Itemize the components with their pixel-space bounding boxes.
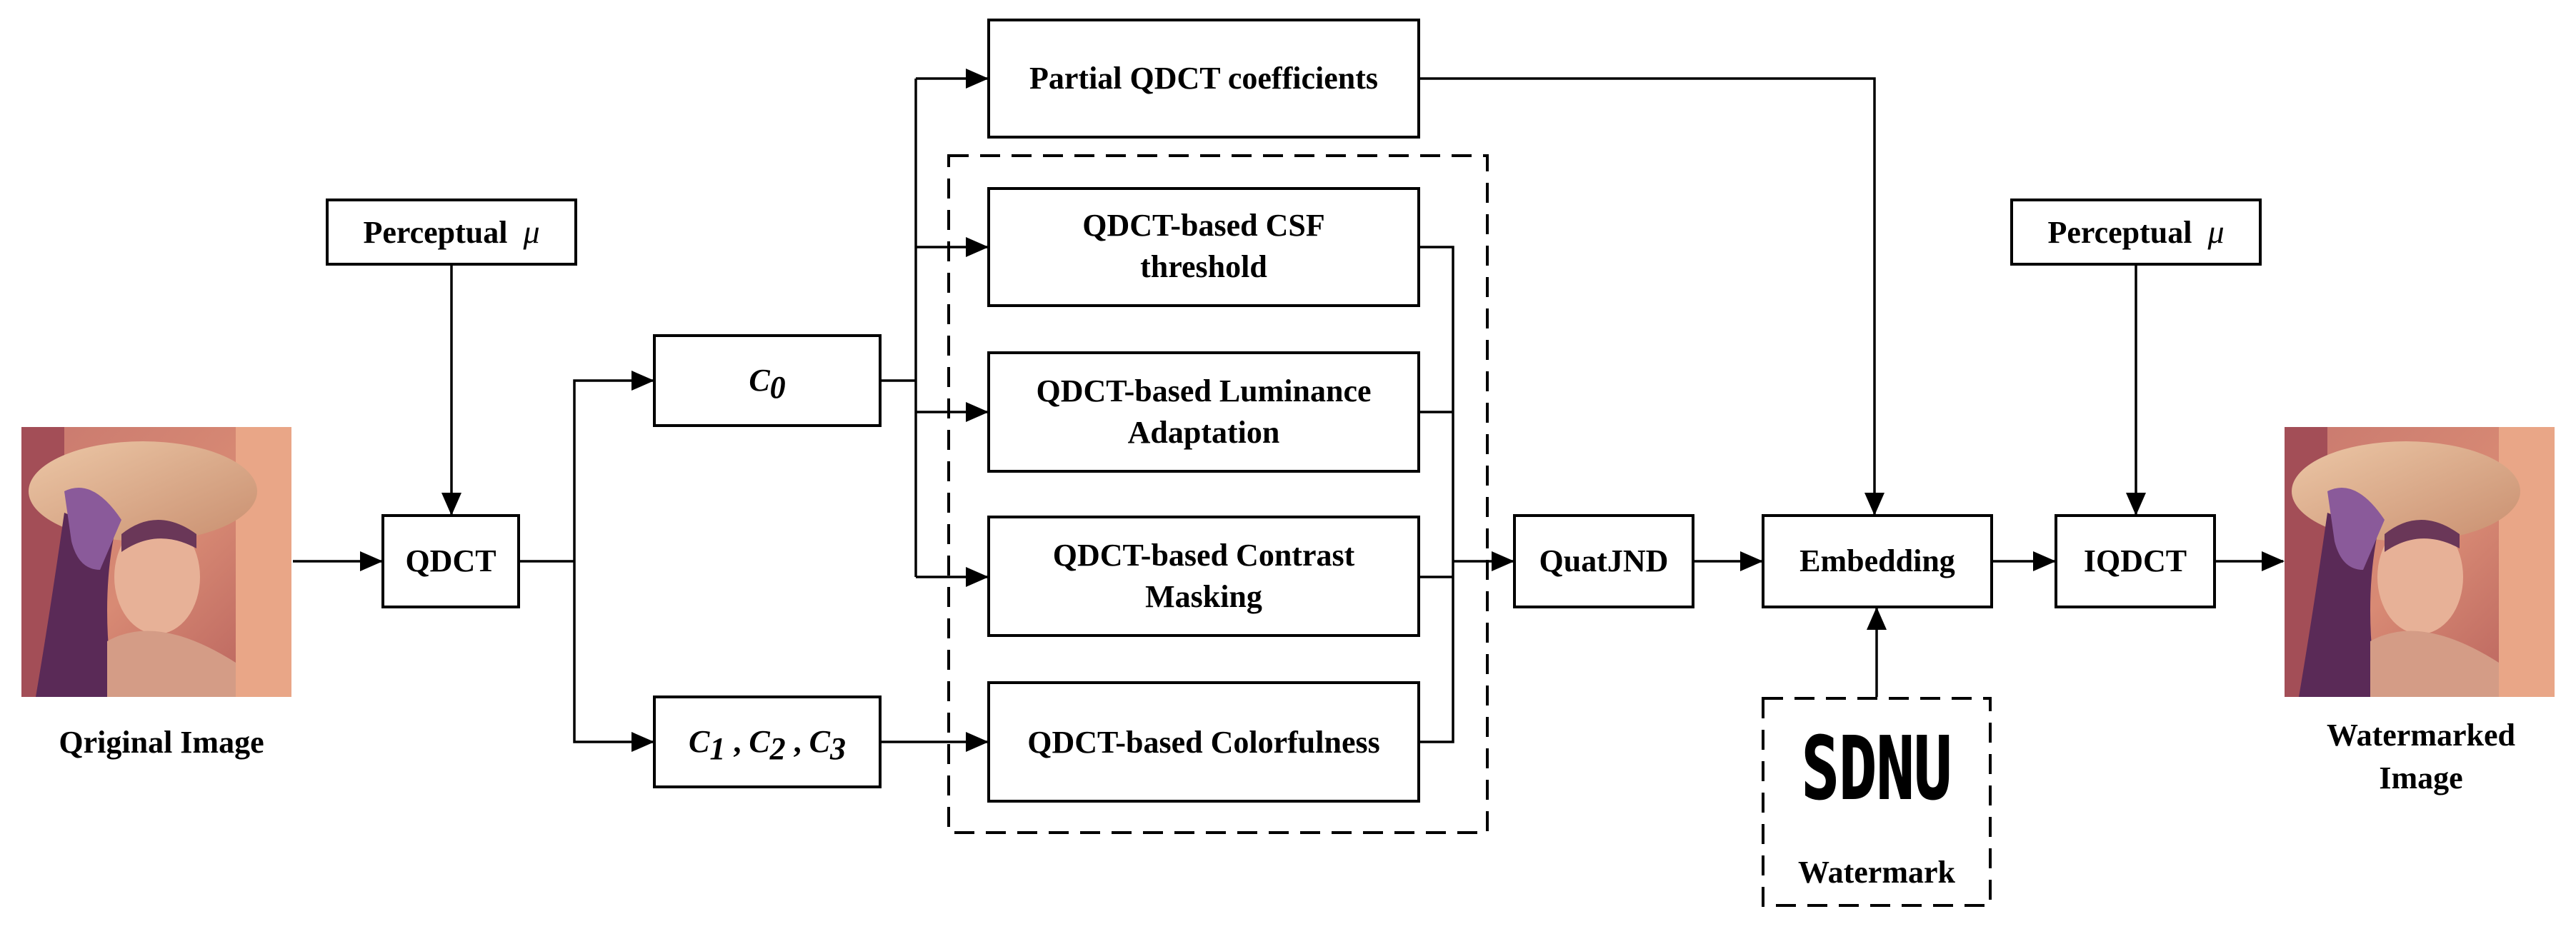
- arrowhead-to-embedding-left: [1740, 551, 1763, 571]
- arrowhead-partial-to-embedding: [1864, 493, 1884, 516]
- csf-threshold-box: [987, 187, 1420, 307]
- connector-split-to-c123: [573, 561, 653, 743]
- arrowhead-watermark-to-embedding: [1867, 607, 1887, 630]
- connector-csf-to-bus: [1420, 246, 1454, 743]
- connector-split-to-c0: [573, 379, 653, 561]
- luminance-adaptation-label-line2: Adaptation: [1128, 415, 1280, 450]
- original-image-caption: Qriginal Image: [59, 725, 264, 760]
- arrowhead-to-colorfulness: [966, 732, 989, 752]
- colorfulness-label: QDCT-based Colorfulness: [1027, 725, 1379, 760]
- watermark-frame: [1762, 697, 1992, 907]
- contrast-masking-label-line2: Masking: [1145, 579, 1262, 614]
- csf-threshold-label-line1: QDCT-based CSF: [1082, 208, 1324, 243]
- jnd-models-group: [947, 154, 1489, 834]
- perceptual-right-box: [2010, 199, 2262, 266]
- quatjnd-label: QuatJND: [1539, 543, 1669, 578]
- arrowhead-to-luminance: [966, 402, 989, 422]
- contrast-masking-box: [987, 516, 1420, 637]
- arrowhead-image-to-qdct: [360, 551, 383, 571]
- qdct-label: QDCT: [405, 543, 496, 578]
- iqdct-box: [2055, 514, 2216, 608]
- colorfulness-box: [987, 681, 1420, 803]
- arrowhead-to-contrast: [966, 567, 989, 587]
- arrowhead-to-quatjnd: [1492, 551, 1514, 571]
- watermarked-image: [2285, 427, 2555, 697]
- luminance-adaptation-label-line1: QDCT-based Luminance: [1036, 373, 1371, 408]
- partial-coefficients-label: Partial QDCT coefficients: [1029, 61, 1378, 96]
- watermarked-caption-line2: Image: [2379, 760, 2462, 795]
- arrowhead-to-c0: [631, 371, 654, 391]
- arrowhead-to-iqdct: [2033, 551, 2056, 571]
- luminance-adaptation-box: [987, 351, 1420, 473]
- perceptual-left-box: [326, 199, 577, 266]
- arrowhead-to-c123: [631, 732, 654, 752]
- watermark-logo: SDNU: [1802, 720, 1952, 819]
- arrowhead-perceptual-to-iqdct: [2126, 493, 2146, 516]
- arrowhead-to-partial: [966, 69, 989, 89]
- watermark-caption: Watermark: [1798, 855, 1955, 890]
- embedding-label: Embedding: [1799, 543, 1955, 578]
- csf-threshold-label-line2: threshold: [1140, 249, 1267, 284]
- qdct-box: [381, 514, 520, 608]
- watermarked-caption-line1: Watermarked: [2327, 718, 2515, 753]
- arrowhead-to-watermarked-image: [2262, 551, 2285, 571]
- embedding-box: [1762, 514, 1993, 608]
- c0-box: [653, 334, 882, 427]
- c0-label: C0: [749, 363, 785, 405]
- quatjnd-box: [1513, 514, 1694, 608]
- contrast-masking-label-line1: QDCT-based Contrast: [1053, 538, 1355, 573]
- iqdct-label: IQDCT: [2084, 543, 2187, 578]
- connector-partial-to-embedding: [1420, 77, 1876, 514]
- arrowhead-to-csf: [966, 237, 989, 257]
- original-image: [21, 427, 291, 697]
- arrowhead-perceptual-to-qdct: [441, 493, 461, 516]
- c123-box: [653, 696, 882, 788]
- c123-label: C1 , C2 , C3: [689, 724, 846, 766]
